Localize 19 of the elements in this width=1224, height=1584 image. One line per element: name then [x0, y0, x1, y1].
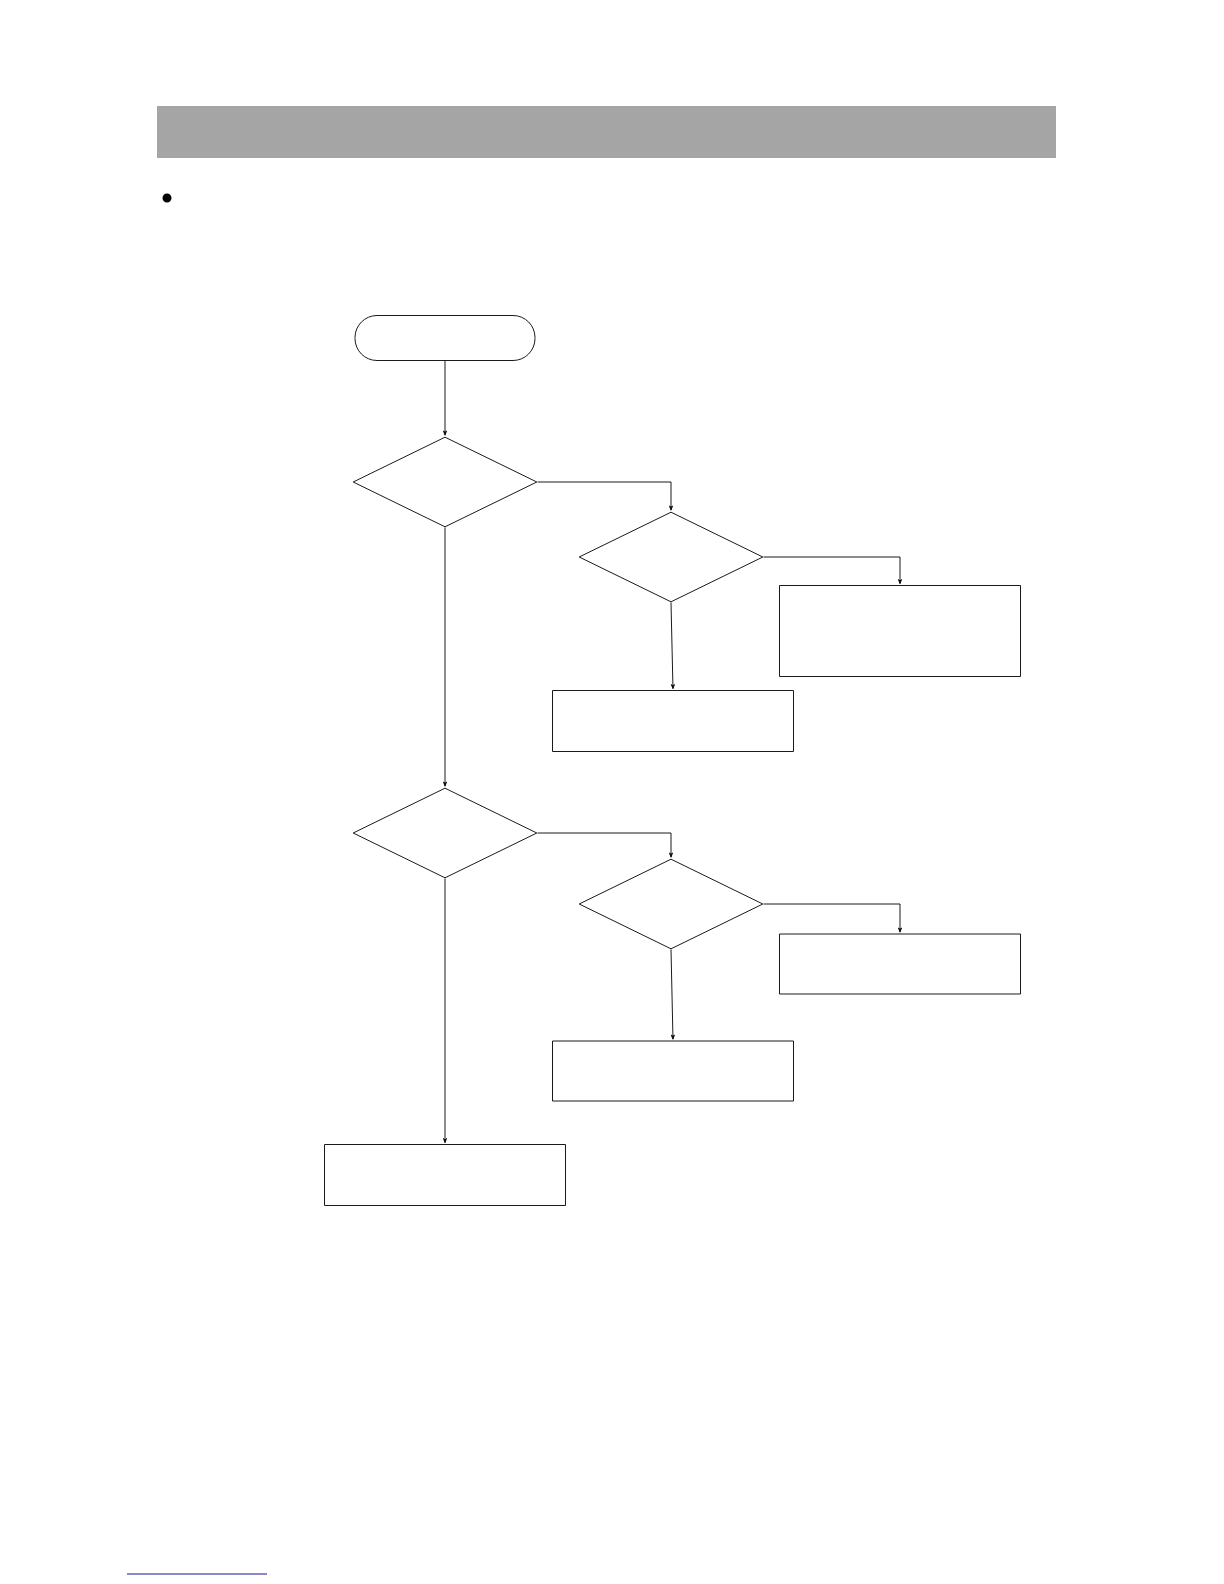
process-box: [779, 585, 1021, 677]
arrow: [443, 360, 447, 436]
process-box: [324, 1144, 566, 1206]
arrow: [763, 556, 902, 585]
decision-diamond: [352, 787, 538, 879]
arrow: [443, 878, 447, 1144]
process-box: [779, 933, 1021, 995]
process-box: [552, 690, 794, 752]
arrow: [537, 832, 673, 858]
terminal-shape: [354, 315, 536, 361]
arrow: [670, 949, 675, 1040]
decision-diamond: [352, 436, 538, 528]
arrow: [763, 903, 902, 933]
process-box: [552, 1040, 794, 1102]
arrow: [443, 527, 447, 787]
decision-diamond: [578, 858, 764, 950]
decision-diamond: [578, 511, 764, 603]
arrow: [670, 602, 675, 690]
arrow: [537, 481, 673, 511]
